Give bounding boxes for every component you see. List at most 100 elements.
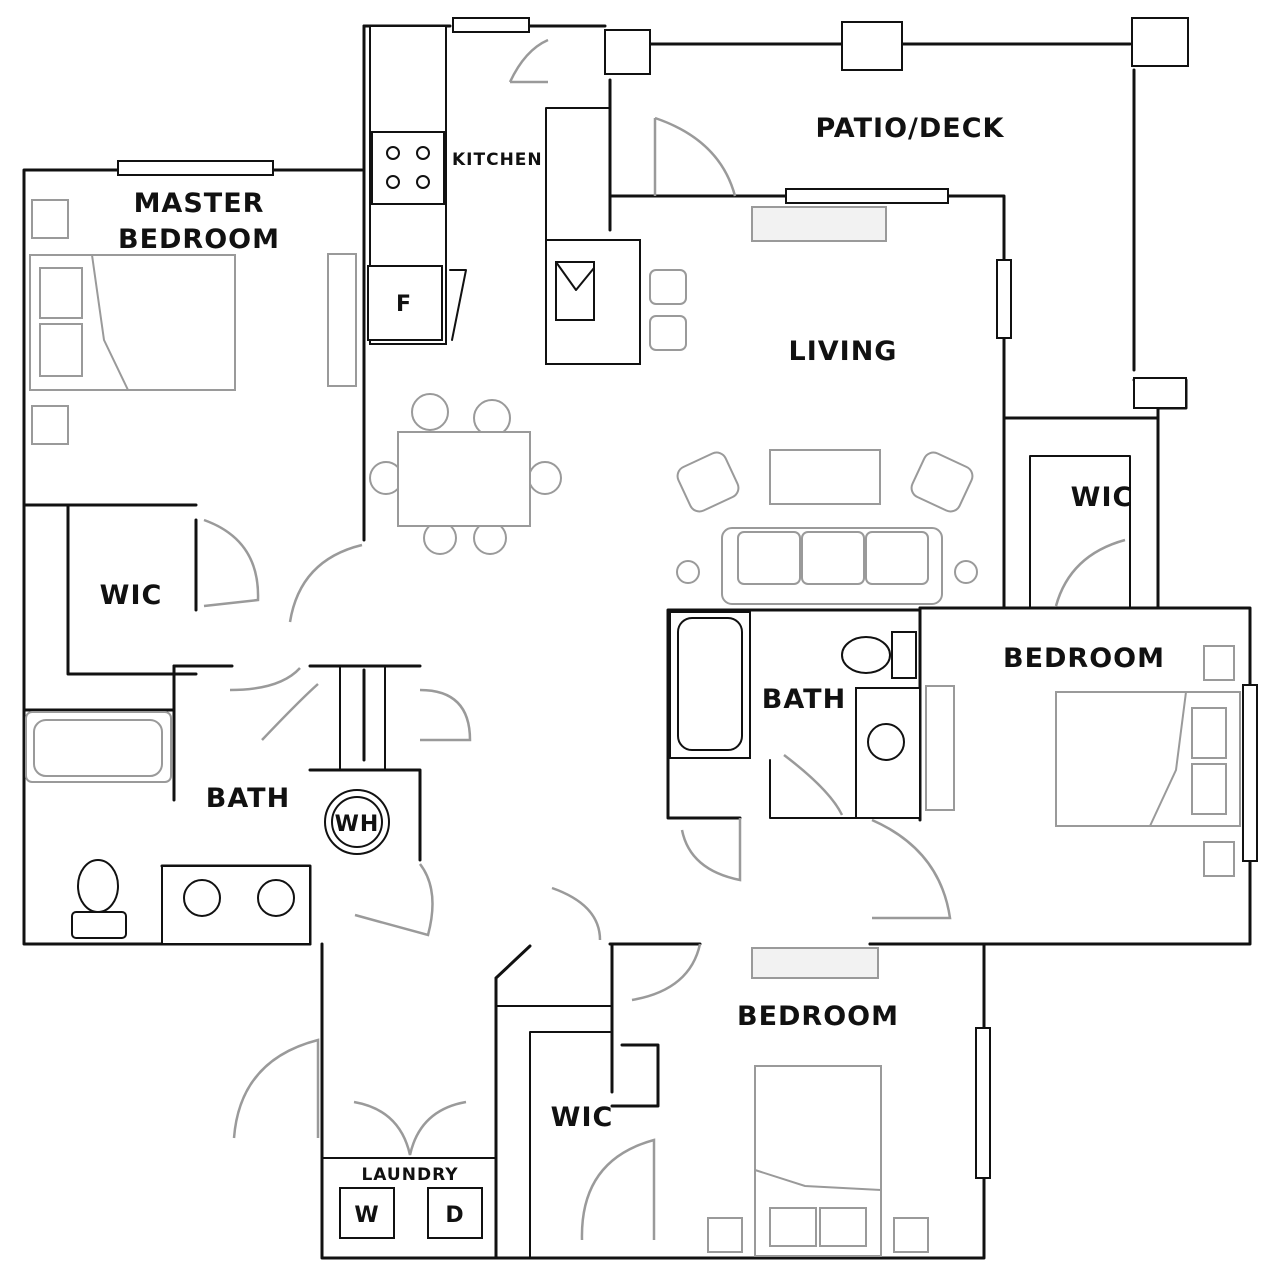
dresser [925,685,955,811]
dining-chair [528,461,562,495]
water-heater [324,789,390,855]
nightstand [31,199,69,239]
laundry-appliances [339,1187,483,1239]
sink-icon [867,723,905,761]
tub-basin [677,617,743,751]
master-wic-label: WIC [100,580,163,611]
patio-column [604,29,651,75]
dresser [751,947,879,979]
east-bedroom-window [1242,684,1258,862]
lamp-icon [676,560,700,584]
bar-stool [649,269,687,305]
master-wic-door [203,518,260,608]
water-heater-inner [331,796,383,848]
bath-closet-door [680,818,742,882]
patio-column [1133,377,1187,409]
entry-door [232,1038,320,1139]
windows [117,17,1258,1179]
armchair [910,451,974,513]
master-bath-label: BATH [206,783,290,814]
closet-door [419,688,472,742]
toilet [841,636,891,674]
toilet [77,859,119,913]
patio-column [1131,17,1189,67]
center-bath-fixtures [669,611,921,819]
coffee-table [769,449,881,505]
burner-icon [386,146,400,160]
sofa-cushion [865,531,929,585]
master-entry-door [288,543,363,623]
toilet-tank [891,631,917,679]
laundry-label: LAUNDRY [361,1165,458,1185]
appliance-labels: F WH W D [335,292,464,1228]
east-bedroom-label: BEDROOM [1003,643,1165,674]
bed-sheet-fold [754,1169,882,1191]
east-bedroom-door [871,818,952,920]
kitchen-door [508,38,549,84]
south-bedroom-door [631,943,702,1002]
tv-console [751,206,887,242]
washer-label: W [354,1203,379,1228]
stove [371,131,445,205]
room-labels: PATIO/DECK KITCHEN MASTER BEDROOM LIVING… [100,113,1165,1185]
south-wic-door [580,1138,656,1241]
fridge [367,265,443,341]
kitchen-window [452,17,530,33]
doors [203,38,1126,1241]
laundry-door [353,1100,467,1156]
master-bath-door [229,667,301,692]
pillow [39,267,83,319]
bar-stool [649,315,687,351]
living-side-window [996,259,1012,339]
pillow [39,323,83,377]
nightstand [1203,645,1235,681]
nightstand [1203,841,1235,877]
tub-basin [33,719,163,777]
south-bedroom-furniture [707,947,929,1257]
master-bedroom-label-line1: MASTER [134,188,265,219]
nightstand [31,405,69,445]
washer [339,1187,395,1239]
burner-icon [386,175,400,189]
dining-set [369,393,562,555]
dining-table [397,431,531,527]
closet-door [261,683,319,741]
master-bedroom-label-line2: BEDROOM [118,224,280,255]
bed-sheet-fold [91,254,129,391]
dining-chair [473,399,511,437]
living-furniture [676,206,978,605]
water-heater-label: WH [335,812,380,837]
master-window [117,160,274,176]
sofa-cushion [737,531,801,585]
sofa-cushion [801,531,865,585]
dryer [427,1187,483,1239]
south-wic-label: WIC [551,1102,614,1133]
nightstand [893,1217,929,1253]
lamp-icon [954,560,978,584]
patio-column [841,21,903,71]
master-bedroom-furniture [29,199,357,445]
south-bedroom-label: BEDROOM [737,1001,899,1032]
burner-icon [416,146,430,160]
sink-icon [183,879,221,917]
bed-sheet-fold [1149,691,1187,827]
hall-door [551,886,602,941]
patio-door [653,116,737,197]
toilet-tank [71,911,127,939]
south-bedroom-window [975,1027,991,1179]
east-bedroom-furniture [925,645,1241,877]
living-label: LIVING [789,336,898,367]
kitchen-fixtures [367,25,687,365]
sink-drain-icon [555,261,595,291]
sink-icon [257,879,295,917]
burner-icon [416,175,430,189]
dryer-label: D [445,1203,464,1228]
armchair [676,451,740,513]
center-bath-label: BATH [762,684,846,715]
water-heater-door [354,863,434,937]
pillow [1191,707,1227,759]
fridge-label: F [396,292,412,317]
living-window [785,188,949,204]
